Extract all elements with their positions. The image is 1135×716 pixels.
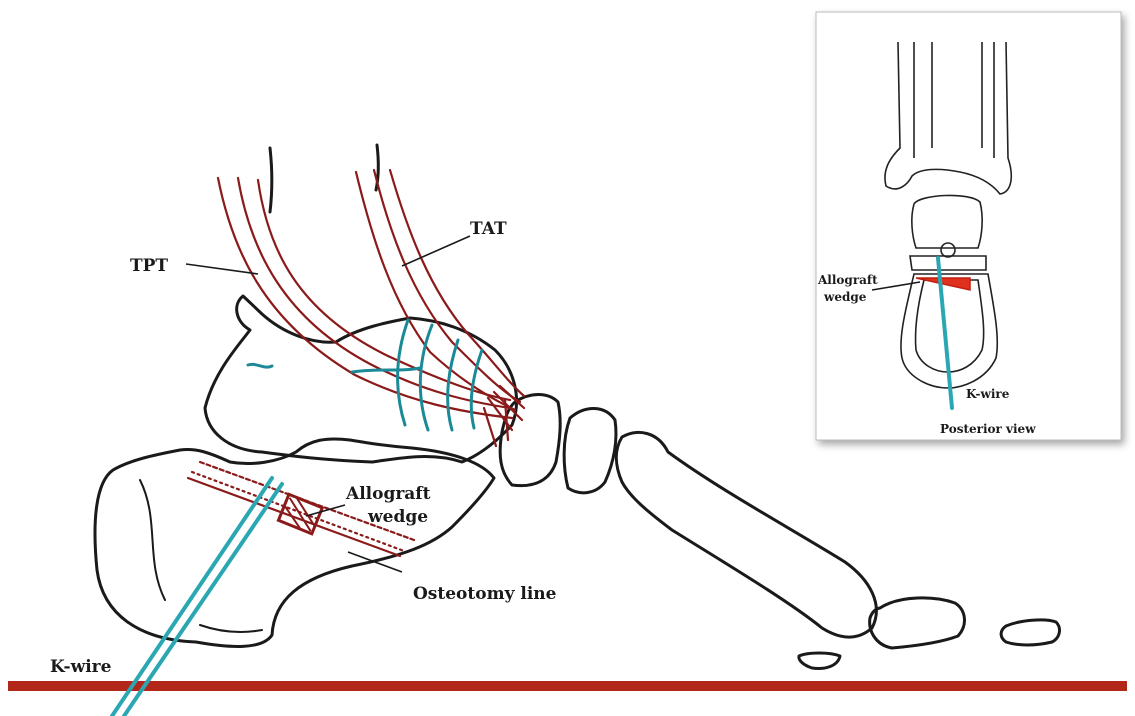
inset-allograft-label-line1: Allograft	[817, 273, 878, 287]
suture-loop-1	[398, 320, 408, 425]
k-wire-main-1	[112, 478, 272, 716]
osteotomy-label: Osteotomy line	[413, 584, 557, 604]
inset-caption: Posterior view	[940, 422, 1036, 436]
inset-allograft-label-line2: wedge	[823, 290, 867, 304]
tat-tendon-line-1	[356, 172, 515, 410]
calcaneus-bone	[95, 439, 494, 647]
tpt-tendon-line-2	[238, 178, 510, 408]
ground-line	[8, 681, 1127, 691]
distal-phalanx-bone	[1001, 620, 1059, 645]
tpt-label: TPT	[130, 256, 168, 276]
kwire-label: K-wire	[50, 657, 112, 677]
tibia-posterior-edge	[270, 148, 272, 212]
proximal-phalanx-bone	[870, 598, 965, 648]
metatarsal-bone	[616, 432, 876, 637]
posterior-view-inset: Allograft wedge K-wire Posterior view	[810, 8, 1135, 453]
allograft-label-line1: Allograft	[345, 484, 431, 504]
tpt-tendon-line-3	[258, 180, 510, 400]
tat-label: TAT	[470, 219, 507, 239]
suture-talar-mark	[248, 364, 272, 367]
calcaneus-trabecular-line	[140, 480, 165, 600]
suture-tail	[352, 368, 420, 372]
sesamoid-bone	[799, 653, 840, 669]
tat-leader	[402, 236, 470, 266]
allograft-label-line2: wedge	[367, 507, 428, 527]
calcaneus-base-line	[200, 625, 262, 632]
cuneiform-bone	[564, 408, 616, 492]
inset-kwire-label: K-wire	[966, 387, 1010, 401]
inset-frame	[816, 12, 1121, 440]
talus-bone	[205, 296, 517, 462]
